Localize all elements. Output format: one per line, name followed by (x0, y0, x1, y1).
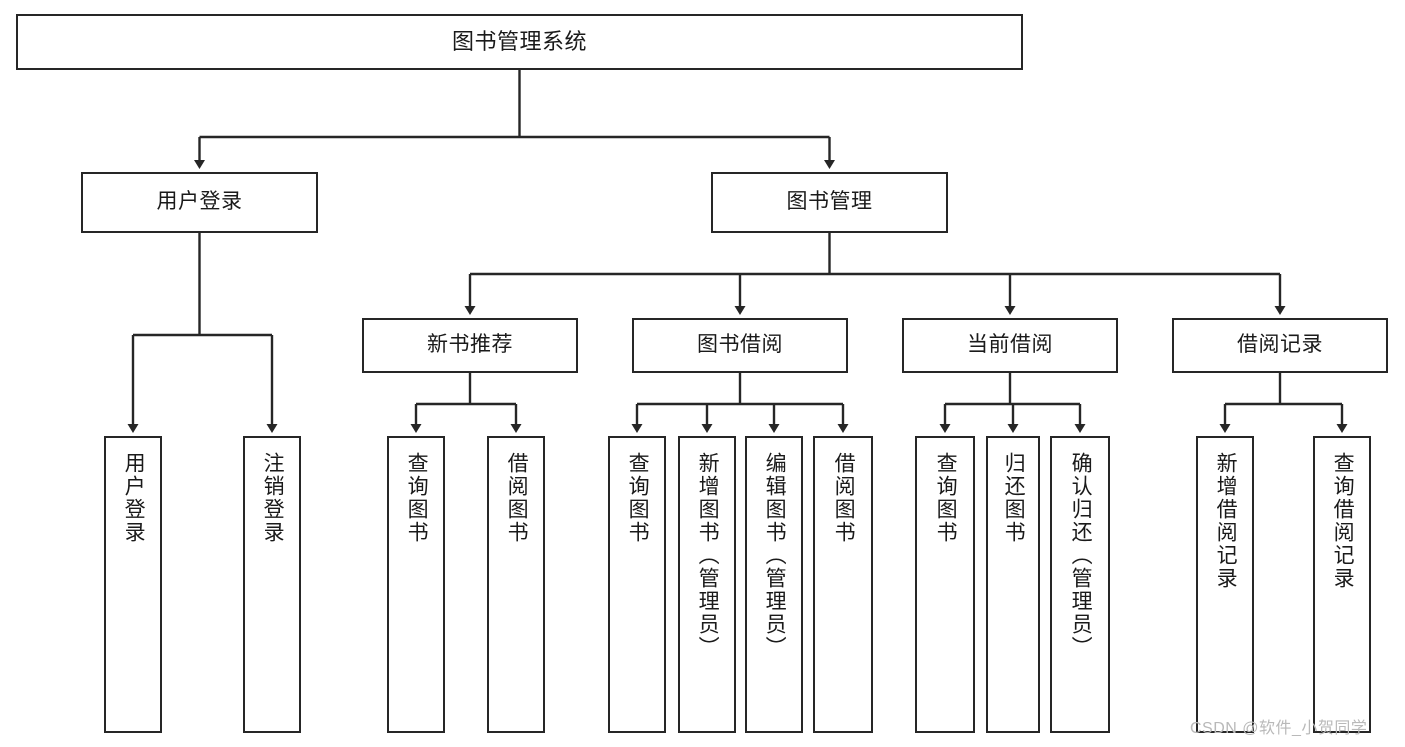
node-leaf-rec-borrow[interactable]: 借阅图书 (487, 436, 545, 733)
node-label: 查询图书 (934, 452, 958, 544)
node-user-login[interactable]: 用户登录 (81, 172, 318, 233)
node-leaf-cur-query[interactable]: 查询图书 (915, 436, 975, 733)
node-label: 新书推荐 (427, 333, 513, 357)
node-label: 借阅记录 (1237, 333, 1323, 357)
node-current-borrow[interactable]: 当前借阅 (902, 318, 1118, 373)
node-label: 图书管理系统 (451, 29, 587, 55)
node-leaf-book-edit[interactable]: 编辑图书（管理员） (745, 436, 803, 733)
node-leaf-book-borrow[interactable]: 借阅图书 (813, 436, 873, 733)
node-new-book-rec[interactable]: 新书推荐 (362, 318, 578, 373)
node-label: 查询图书 (626, 452, 650, 544)
node-label: 查询借阅记录 (1331, 452, 1355, 590)
watermark-text: CSDN @软件_小贺同学 (1190, 720, 1368, 737)
node-leaf-rec-search[interactable]: 查询借阅记录 (1313, 436, 1371, 733)
node-label: 图书管理 (786, 190, 873, 214)
node-leaf-rec-add[interactable]: 新增借阅记录 (1196, 436, 1254, 733)
node-label: 图书借阅 (697, 333, 783, 357)
node-label: 新增图书（管理员） (696, 452, 720, 659)
node-book-manage[interactable]: 图书管理 (711, 172, 948, 233)
node-leaf-rec-query[interactable]: 查询图书 (387, 436, 445, 733)
node-label: 归还图书 (1002, 452, 1026, 544)
node-leaf-book-add[interactable]: 新增图书（管理员） (678, 436, 736, 733)
node-leaf-cur-confirm[interactable]: 确认归还（管理员） (1050, 436, 1110, 733)
node-label: 新增借阅记录 (1214, 452, 1238, 590)
node-label: 查询图书 (405, 452, 429, 544)
node-label: 用户登录 (156, 190, 243, 214)
node-label: 注销登录 (261, 452, 285, 544)
node-root[interactable]: 图书管理系统 (16, 14, 1023, 70)
node-leaf-cur-return[interactable]: 归还图书 (986, 436, 1040, 733)
node-leaf-user-logout[interactable]: 注销登录 (243, 436, 301, 733)
node-borrow-record[interactable]: 借阅记录 (1172, 318, 1388, 373)
node-label: 编辑图书（管理员） (763, 452, 787, 659)
node-leaf-borrow-query[interactable]: 查询图书 (608, 436, 666, 733)
node-label: 借阅图书 (505, 452, 529, 544)
node-label: 借阅图书 (832, 452, 856, 544)
node-book-borrow[interactable]: 图书借阅 (632, 318, 848, 373)
node-leaf-user-login[interactable]: 用户登录 (104, 436, 162, 733)
node-label: 确认归还（管理员） (1069, 452, 1093, 659)
node-label: 用户登录 (122, 452, 146, 544)
node-label: 当前借阅 (967, 333, 1053, 357)
